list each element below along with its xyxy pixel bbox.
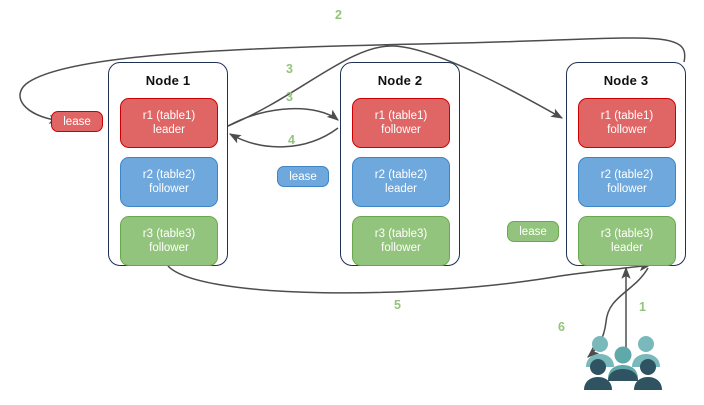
node-box-2[interactable]: Node 2 r1 (table1) follower r2 (table2) … bbox=[340, 62, 460, 266]
people-group-icon bbox=[584, 336, 662, 390]
step-label-2: 2 bbox=[335, 8, 342, 22]
step-label-5: 5 bbox=[394, 298, 401, 312]
step-label-4: 4 bbox=[288, 133, 295, 147]
lease-chip-green[interactable]: lease bbox=[507, 221, 559, 242]
replica-role: leader bbox=[153, 124, 185, 136]
replica-role: follower bbox=[149, 183, 189, 195]
replica-role: leader bbox=[385, 183, 417, 195]
replica-name: r3 (table3) bbox=[374, 228, 428, 240]
node-title-2: Node 2 bbox=[377, 73, 423, 88]
step-label-6: 6 bbox=[558, 320, 565, 334]
replica-node1-r1[interactable]: r1 (table1) leader bbox=[120, 98, 218, 148]
replica-name: r2 (table2) bbox=[142, 169, 196, 181]
replica-name: r1 (table1) bbox=[374, 110, 428, 122]
replica-name: r2 (table2) bbox=[374, 169, 428, 181]
step-label-3-lower: 3 bbox=[286, 90, 293, 104]
replica-name: r1 (table1) bbox=[600, 110, 654, 122]
replica-name: r1 (table1) bbox=[142, 110, 196, 122]
replica-name: r3 (table3) bbox=[600, 228, 654, 240]
replica-node3-r2[interactable]: r2 (table2) follower bbox=[578, 157, 676, 207]
replica-node2-r2[interactable]: r2 (table2) leader bbox=[352, 157, 450, 207]
edge-5-node1-to-node3 bbox=[167, 262, 652, 294]
edge-4-from-node2 bbox=[228, 127, 339, 148]
replica-name: r2 (table2) bbox=[600, 169, 654, 181]
replica-role: leader bbox=[611, 242, 643, 254]
replica-name: r3 (table3) bbox=[142, 228, 196, 240]
replica-node2-r3[interactable]: r3 (table3) follower bbox=[352, 216, 450, 266]
replica-node3-r3[interactable]: r3 (table3) leader bbox=[578, 216, 676, 266]
node-title-1: Node 1 bbox=[145, 73, 191, 88]
replica-node2-r1[interactable]: r1 (table1) follower bbox=[352, 98, 450, 148]
replica-role: follower bbox=[381, 242, 421, 254]
lease-chip-blue[interactable]: lease bbox=[277, 166, 329, 187]
lease-chip-red[interactable]: lease bbox=[51, 111, 103, 132]
replica-node3-r1[interactable]: r1 (table1) follower bbox=[578, 98, 676, 148]
node-box-3[interactable]: Node 3 r1 (table1) follower r2 (table2) … bbox=[566, 62, 686, 266]
replica-role: follower bbox=[149, 242, 189, 254]
replica-node1-r3[interactable]: r3 (table3) follower bbox=[120, 216, 218, 266]
replica-node1-r2[interactable]: r2 (table2) follower bbox=[120, 157, 218, 207]
replica-role: follower bbox=[381, 124, 421, 136]
node-box-1[interactable]: Node 1 r1 (table1) leader r2 (table2) fo… bbox=[108, 62, 228, 266]
node-title-3: Node 3 bbox=[603, 73, 649, 88]
replica-role: follower bbox=[607, 183, 647, 195]
edge-3-to-node2 bbox=[227, 108, 339, 127]
replica-role: follower bbox=[607, 124, 647, 136]
step-label-1: 1 bbox=[639, 300, 646, 314]
step-label-3-upper: 3 bbox=[286, 62, 293, 76]
